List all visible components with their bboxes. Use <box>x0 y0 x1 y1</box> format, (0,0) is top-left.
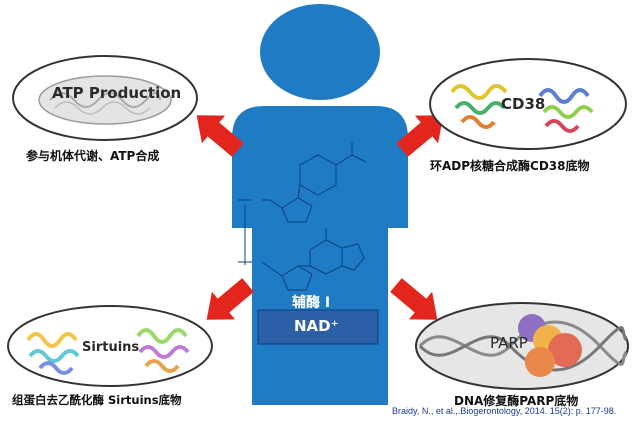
arrow-up-right <box>396 115 444 157</box>
cd38-caption: 环ADP核糖合成酶CD38底物 <box>430 159 590 173</box>
arrow-up-left <box>196 115 244 157</box>
sirtuins-node <box>7 305 213 387</box>
arrow-down-right <box>390 278 438 320</box>
nad-molecule-structure <box>238 142 367 291</box>
parp-enzyme-icon <box>518 314 582 377</box>
cd38-protein-icon <box>450 84 594 133</box>
atp-caption: 参与机体代谢、ATP合成 <box>26 149 160 163</box>
parp-caption: DNA修复酶PARP底物 <box>454 394 579 408</box>
sirtuins-title: Sirtuins <box>82 340 140 355</box>
sirtuins-caption: 组蛋白去乙酰化酶 Sirtuins底物 <box>12 393 182 407</box>
atp-title: ATP Production <box>52 84 182 102</box>
center-label-nad: NAD⁺ <box>294 317 339 335</box>
nad-box <box>257 309 379 345</box>
cd38-title: CD38 <box>501 95 546 113</box>
arrow-down-left <box>206 278 254 320</box>
mitochondrion-icon <box>38 75 172 125</box>
cd38-node <box>429 58 627 150</box>
center-label-cn: 辅酶 I <box>292 295 331 311</box>
atp-node <box>12 55 198 141</box>
citation: Braidy, N., et al.,.Biogerontology, 2014… <box>392 406 617 416</box>
human-silhouette <box>232 4 408 405</box>
parp-title: PARP <box>490 334 528 352</box>
parp-node <box>415 302 629 390</box>
sirtuins-protein-icon <box>26 328 190 375</box>
